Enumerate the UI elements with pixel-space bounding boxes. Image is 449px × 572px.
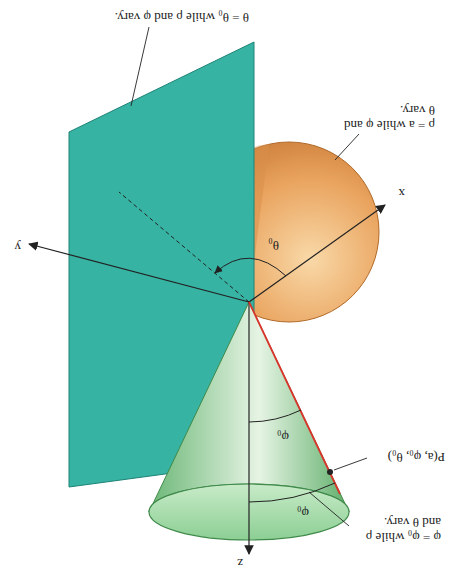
cone-caption: φ = φ₀ while ρ and θ vary.: [349, 514, 441, 544]
sphere-caption: ρ = a while φ and θ vary.: [335, 102, 435, 132]
angle-label: θ₀: [268, 237, 279, 252]
axis-label: x: [399, 185, 406, 200]
point-label: P(a, φ₀, θ₀): [388, 449, 445, 464]
angle-label: φ₀: [277, 429, 289, 444]
plane-caption: θ = θ₀ while ρ and φ vary.: [115, 9, 249, 24]
angle-label: φ₀: [297, 505, 309, 520]
axis-label: z: [237, 555, 243, 570]
axis-label: y: [15, 239, 22, 254]
